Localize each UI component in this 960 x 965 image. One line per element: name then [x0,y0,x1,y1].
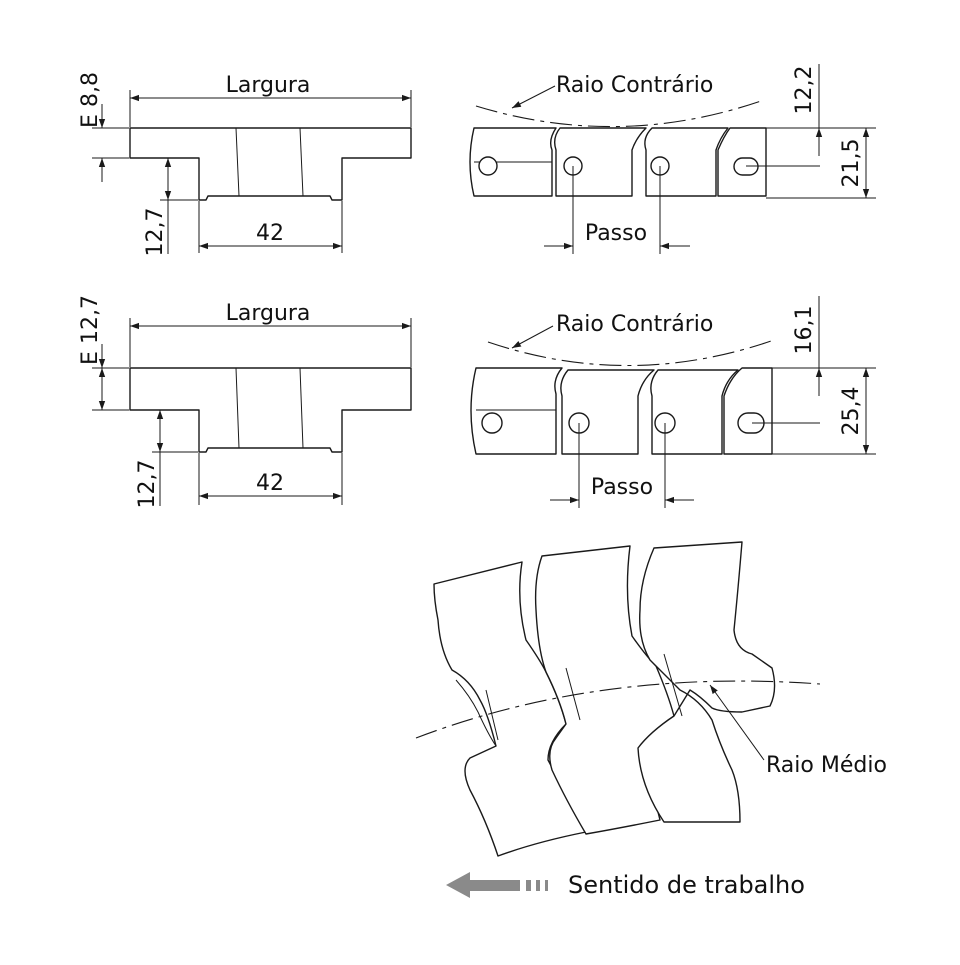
front-profile-top [129,127,412,201]
base-label-top: 42 [256,221,284,246]
direction-label: Sentido de trabalho [568,871,805,899]
width-label-bottom: Largura [226,301,311,326]
width-label-top: Largura [226,73,311,98]
counter-radius-arc-top [475,99,765,128]
pin-hole-1-top [478,156,498,176]
counter-radius-arc-bottom [487,339,775,367]
plan-view: Raio Médio Sentido de trabalho [415,541,887,899]
side-link-3-top [644,127,729,197]
upper-dim-bottom: 16,1 [792,306,817,355]
direction-arrow-icon [446,872,548,898]
mean-radius-arc [415,680,821,739]
pitch-label-top: Passo [585,221,647,246]
front-view-bottom: Largura E 12,7 12,7 42 [78,295,412,509]
front-profile-bottom [129,367,412,453]
height-label-top: 12,7 [143,208,168,257]
base-label-bottom: 42 [256,471,284,496]
height-dim-bottom: 25,4 [839,387,864,436]
side-link-4-bottom [723,367,773,455]
pin-hole-1-bottom [481,412,503,434]
side-view-top: Raio Contrário 12,2 21,5 Passo [469,64,876,254]
side-link-3-bottom [650,369,739,455]
height-dim-top: 21,5 [839,139,864,188]
counter-radius-label-top: Raio Contrário [556,73,713,98]
side-link-2-top [553,127,647,197]
mean-radius-label: Raio Médio [766,753,887,778]
upper-dim-top: 12,2 [792,66,817,115]
side-view-bottom: Raio Contrário 16,1 25,4 Passo [470,296,876,508]
thickness-label-bottom: E 12,7 [78,295,103,365]
plan-link-1 [433,561,587,857]
thickness-label-top: E 8,8 [78,72,103,128]
side-link-1-bottom [470,367,563,455]
front-view-top: Largura E 8,8 12,7 42 [78,72,412,257]
height-label-bottom: 12,7 [135,460,160,509]
pitch-label-bottom: Passo [591,475,653,500]
counter-radius-label-bottom: Raio Contrário [556,312,713,337]
side-link-2-bottom [560,369,655,455]
